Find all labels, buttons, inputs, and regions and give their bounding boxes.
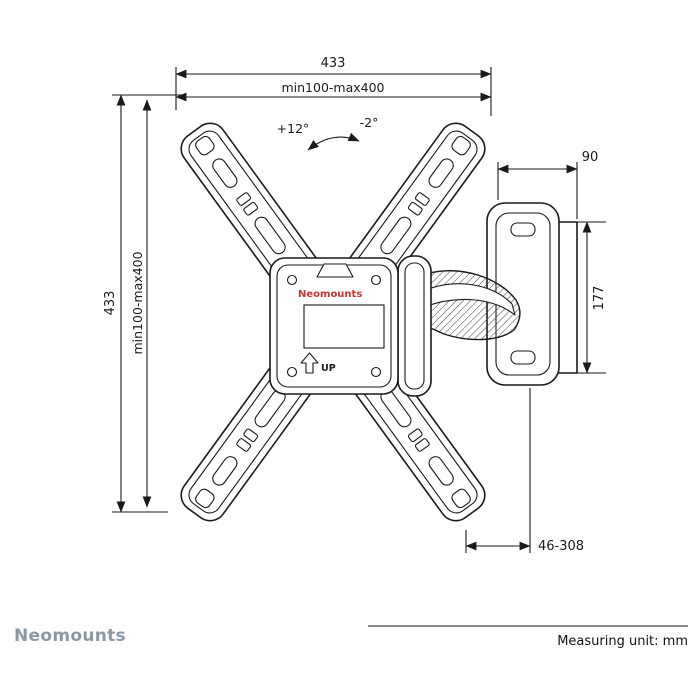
dim-extension-range: 46-308	[465, 388, 584, 554]
dim-bracket-height: 177	[561, 221, 607, 374]
tilt-arc	[307, 132, 360, 151]
dim-overall-height: 433	[103, 94, 182, 513]
swivel-arm-top-surface	[421, 283, 516, 316]
pivot-housing	[397, 255, 432, 397]
footer-brand-logo: Neomounts	[14, 626, 126, 646]
dim-vesa-height-label: min100-max400	[130, 251, 145, 354]
vesa-plate: Neomounts UP	[269, 257, 399, 395]
up-label: UP	[321, 363, 336, 374]
tilt-down-label: -2°	[360, 115, 379, 130]
footer: Neomounts Measuring unit: mm	[14, 625, 688, 649]
wall-bracket	[486, 202, 560, 386]
dim-vesa-width: min100-max400	[175, 80, 492, 102]
dim-vesa-width-label: min100-max400	[281, 80, 384, 95]
up-arrow-icon	[300, 352, 319, 374]
dim-bracket-depth-label: 90	[582, 150, 599, 165]
tilt-up-label: +12°	[277, 121, 310, 136]
screw-hole	[286, 274, 298, 286]
dim-overall-width: 433	[175, 56, 492, 116]
plate-window	[303, 304, 385, 349]
tilt-annotation: +12° -2°	[277, 115, 379, 151]
screw-hole	[370, 274, 382, 286]
dim-overall-height-label: 433	[103, 291, 118, 316]
hook-notch	[316, 263, 354, 278]
dim-bracket-height-label: 177	[592, 286, 607, 311]
dim-bracket-depth: 90	[497, 150, 599, 219]
dim-extension-range-label: 46-308	[538, 539, 584, 554]
screw-hole	[370, 366, 382, 378]
dim-overall-width-label: 433	[321, 56, 346, 71]
measuring-unit-label: Measuring unit: mm	[557, 634, 688, 649]
screw-hole	[286, 366, 298, 378]
swivel-arm	[421, 270, 521, 341]
dim-vesa-height: min100-max400	[130, 99, 152, 508]
plate-brand-label: Neomounts	[298, 289, 362, 300]
